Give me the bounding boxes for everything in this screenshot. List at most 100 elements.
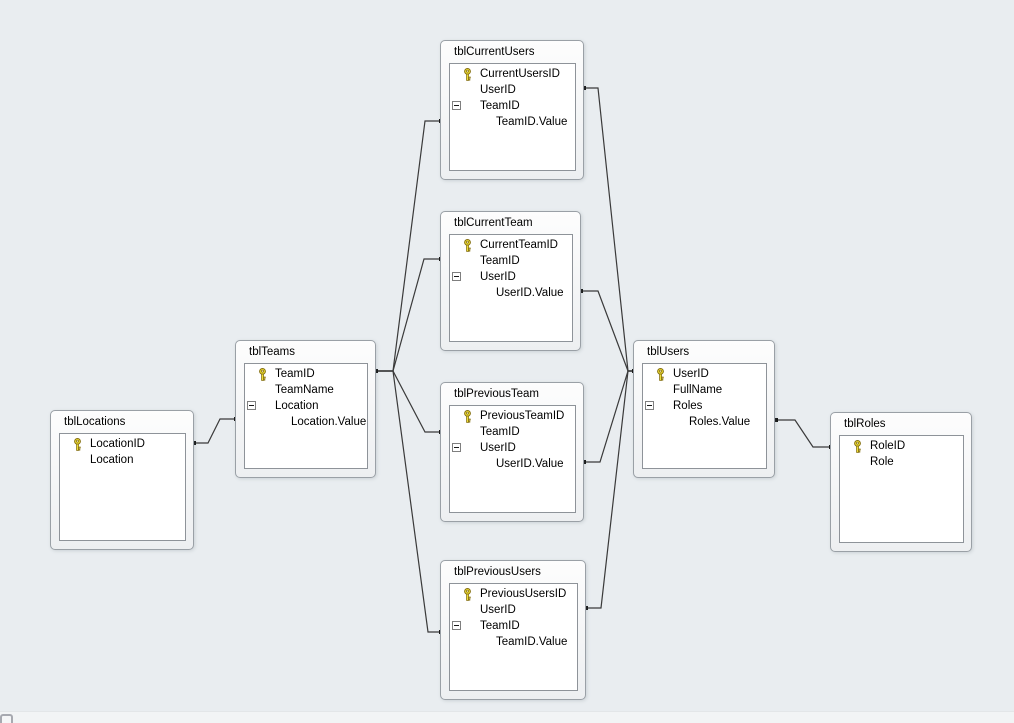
primary-key-icon	[854, 440, 861, 453]
field-row-fullname[interactable]: FullName	[643, 382, 766, 398]
collapse-minus-icon[interactable]	[452, 101, 461, 110]
field-label: Roles	[673, 400, 703, 412]
field-label: TeamID	[480, 620, 520, 632]
field-label: TeamID	[480, 426, 520, 438]
horizontal-scroll-area[interactable]	[0, 711, 1014, 723]
relationship-endpoint-marker	[584, 606, 588, 610]
field-label: TeamID.Value	[496, 636, 568, 648]
relationship-tblLocations-tblTeams[interactable]	[192, 417, 238, 445]
relationship-tblUsers-tblRoles[interactable]	[774, 418, 833, 449]
field-label: Roles.Value	[689, 416, 751, 428]
field-label: UserID	[480, 271, 516, 283]
field-row-userid[interactable]: UserID	[450, 440, 575, 456]
relationship-endpoint-marker	[192, 441, 196, 445]
field-row-location[interactable]: Location	[60, 452, 185, 468]
table-title-tblCurrentTeam[interactable]: tblCurrentTeam	[454, 217, 533, 229]
field-row-location[interactable]: Location	[245, 398, 367, 414]
field-row-teamid[interactable]: TeamID	[450, 618, 577, 634]
field-label: TeamID.Value	[496, 116, 568, 128]
relationship-tblTeams-tblCurrentUsers[interactable]	[374, 119, 443, 373]
field-label: TeamID	[480, 255, 520, 267]
field-row-userid-value[interactable]: UserID.Value	[450, 285, 572, 301]
relationship-tblTeams-tblPreviousTeam[interactable]	[374, 369, 443, 434]
relationship-endpoint-marker	[582, 460, 586, 464]
field-label: PreviousUsersID	[480, 588, 567, 600]
field-row-currentusersid[interactable]: CurrentUsersID	[450, 66, 575, 82]
field-label: UserID.Value	[496, 287, 564, 299]
field-row-roleid[interactable]: RoleID	[840, 438, 963, 454]
field-row-locationid[interactable]: LocationID	[60, 436, 185, 452]
relationship-endpoint-marker	[579, 289, 583, 293]
field-label: UserID	[673, 368, 709, 380]
field-row-userid-value[interactable]: UserID.Value	[450, 456, 575, 472]
field-row-userid[interactable]: UserID	[643, 366, 766, 382]
table-title-tblPreviousTeam[interactable]: tblPreviousTeam	[454, 388, 540, 400]
field-label: CurrentTeamID	[480, 239, 558, 251]
field-label: TeamName	[275, 384, 334, 396]
collapse-minus-icon[interactable]	[452, 443, 461, 452]
field-row-location-value[interactable]: Location.Value	[245, 414, 367, 430]
table-title-tblPreviousUsers[interactable]: tblPreviousUsers	[454, 566, 541, 578]
field-label: Location	[90, 454, 134, 466]
table-title-tblTeams[interactable]: tblTeams	[249, 346, 296, 358]
field-row-userid[interactable]: UserID	[450, 269, 572, 285]
field-row-teamname[interactable]: TeamName	[245, 382, 367, 398]
field-row-teamid[interactable]: TeamID	[245, 366, 367, 382]
field-list: CurrentTeamID TeamID UserID UserID.Value	[449, 234, 573, 342]
field-list: CurrentUsersID UserID TeamID TeamID.Value	[449, 63, 576, 171]
offscreen-table-corner	[0, 714, 13, 723]
field-label: UserID.Value	[496, 458, 564, 470]
field-label: CurrentUsersID	[480, 68, 560, 80]
field-row-roles-value[interactable]: Roles.Value	[643, 414, 766, 430]
field-row-role[interactable]: Role	[840, 454, 963, 470]
field-row-teamid[interactable]: TeamID	[450, 98, 575, 114]
table-title-tblRoles[interactable]: tblRoles	[844, 418, 886, 430]
field-list: LocationID Location	[59, 433, 186, 541]
field-row-teamid[interactable]: TeamID	[450, 253, 572, 269]
field-row-teamid-value[interactable]: TeamID.Value	[450, 634, 577, 650]
collapse-minus-icon[interactable]	[247, 401, 256, 410]
relationship-endpoint-marker	[374, 369, 378, 373]
relationship-endpoint-marker	[582, 86, 586, 90]
field-row-teamid-value[interactable]: TeamID.Value	[450, 114, 575, 130]
field-row-previousteamid[interactable]: PreviousTeamID	[450, 408, 575, 424]
field-row-previoususersid[interactable]: PreviousUsersID	[450, 586, 577, 602]
table-title-tblLocations[interactable]: tblLocations	[64, 416, 126, 428]
table-title-tblUsers[interactable]: tblUsers	[647, 346, 690, 358]
relationship-tblTeams-tblPreviousUsers[interactable]	[374, 369, 443, 634]
field-label: UserID	[480, 84, 516, 96]
field-row-userid[interactable]: UserID	[450, 82, 575, 98]
relationship-tblPreviousUsers-tblUsers[interactable]	[584, 369, 636, 610]
field-label: FullName	[673, 384, 723, 396]
field-list: PreviousUsersID UserID TeamID TeamID.Value	[449, 583, 578, 691]
field-row-teamid[interactable]: TeamID	[450, 424, 575, 440]
collapse-minus-icon[interactable]	[452, 621, 461, 630]
field-row-roles[interactable]: Roles	[643, 398, 766, 414]
relationship-tblTeams-tblCurrentTeam[interactable]	[374, 257, 443, 373]
field-label: LocationID	[90, 438, 145, 450]
primary-key-icon	[464, 239, 471, 252]
collapse-minus-icon[interactable]	[452, 272, 461, 281]
primary-key-icon	[259, 368, 266, 381]
primary-key-icon	[464, 68, 471, 81]
relationship-tblPreviousTeam-tblUsers[interactable]	[582, 369, 636, 464]
field-row-userid[interactable]: UserID	[450, 602, 577, 618]
field-label: Location	[275, 400, 319, 412]
field-row-currentteamid[interactable]: CurrentTeamID	[450, 237, 572, 253]
relationship-tblCurrentUsers-tblUsers[interactable]	[582, 86, 636, 373]
table-title-tblCurrentUsers[interactable]: tblCurrentUsers	[454, 46, 535, 58]
field-label: TeamID	[480, 100, 520, 112]
collapse-minus-icon[interactable]	[645, 401, 654, 410]
primary-key-icon	[657, 368, 664, 381]
